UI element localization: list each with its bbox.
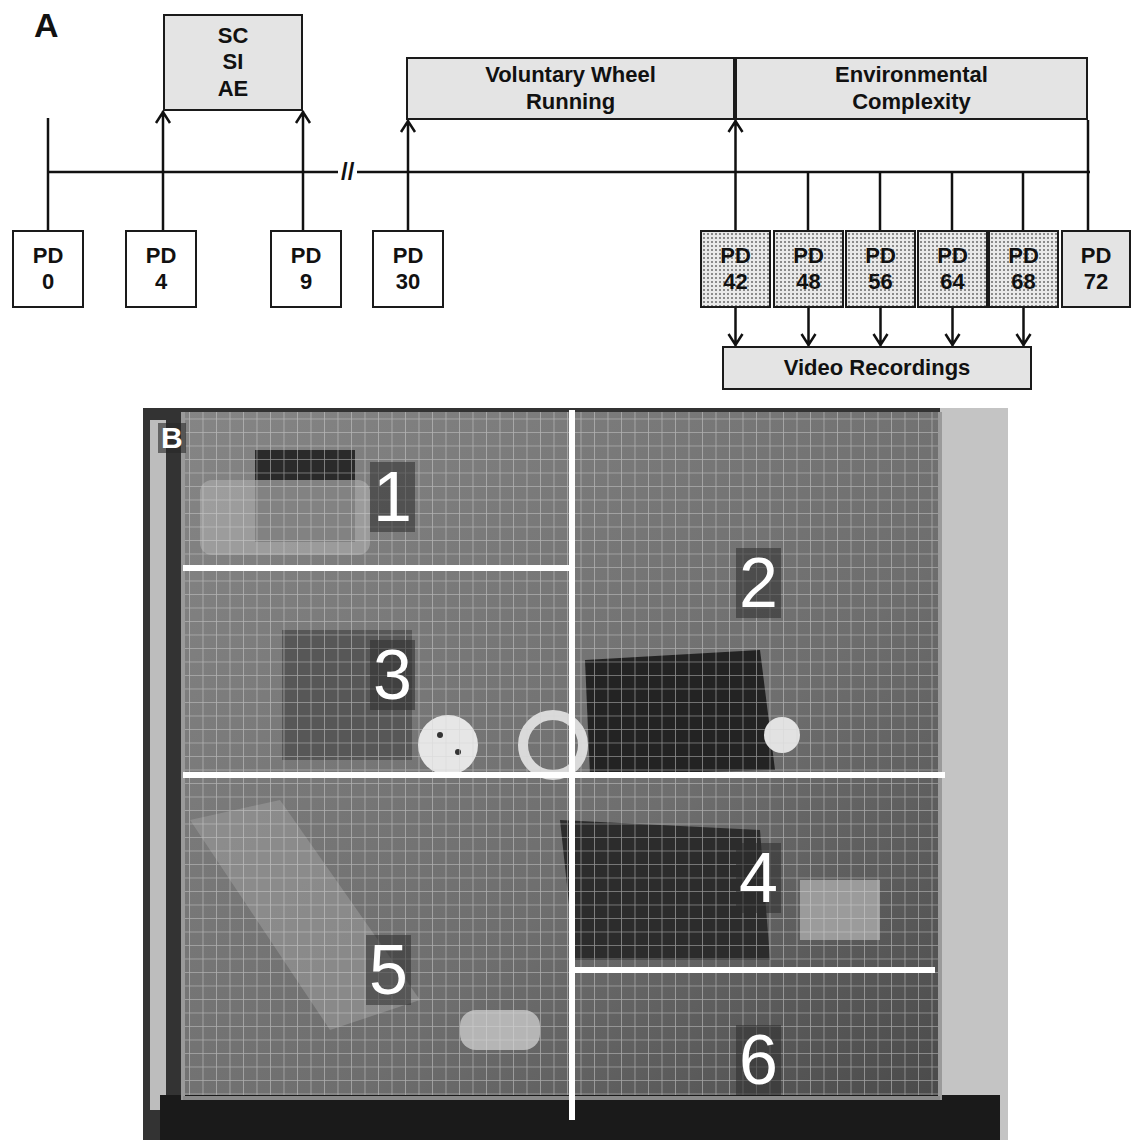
period-box: Environmental Complexity [735, 57, 1088, 120]
text-holder: SC SI AE [208, 23, 258, 102]
zone-divider [572, 967, 935, 973]
text-holder: Environmental Complexity [812, 62, 1012, 115]
box-label: PD 72 [1076, 243, 1116, 296]
text-holder: PD 30 [388, 243, 428, 296]
box-label: Environmental Complexity [812, 62, 1012, 115]
box-label: PD 9 [286, 243, 326, 296]
text-holder: PD 64 [933, 243, 973, 296]
text-holder: PD 68 [1004, 243, 1044, 296]
timeline-arrow [156, 111, 170, 230]
photo-ground [143, 408, 1008, 1140]
timeline-arrow [1017, 308, 1031, 346]
cage-frame [938, 412, 942, 1100]
period-box: Voluntary Wheel Running [406, 57, 735, 120]
box-label: PD 4 [141, 243, 181, 296]
box-label: PD 64 [933, 243, 973, 296]
timeline-tick [807, 172, 810, 230]
zone-number: 2 [736, 548, 781, 618]
timeline-arrow [729, 120, 743, 230]
timeline-tick [951, 172, 954, 230]
zone-number: 6 [736, 1025, 781, 1095]
day-box: PD 48 [773, 230, 844, 308]
box-label: PD 30 [388, 243, 428, 296]
day-box: PD 42 [700, 230, 771, 308]
period-box: SC SI AE [163, 14, 303, 111]
timeline-arrow [946, 308, 960, 346]
timeline [48, 118, 1090, 230]
day-box: PD 56 [845, 230, 916, 308]
day-box: PD 0 [12, 230, 84, 308]
text-holder: PD 4 [141, 243, 181, 296]
zone-divider [569, 410, 575, 1120]
day-box: PD 9 [270, 230, 342, 308]
box-label: PD 56 [861, 243, 901, 296]
day-box: PD 4 [125, 230, 197, 308]
text-holder: PD 0 [28, 243, 68, 296]
text-holder: PD 72 [1076, 243, 1116, 296]
timeline-axis [48, 171, 1090, 174]
timeline-arrow [729, 308, 743, 346]
side-wall [940, 408, 1008, 1140]
timeline-tick [879, 172, 882, 230]
zone-divider [183, 772, 945, 778]
zone-number: 3 [370, 640, 415, 710]
timeline-arrow [802, 308, 816, 346]
box-label: PD 68 [1004, 243, 1044, 296]
box-label: PD 48 [789, 243, 829, 296]
cage-frame [183, 1096, 940, 1100]
zone-divider [183, 565, 572, 571]
box-label: Voluntary Wheel Running [471, 62, 671, 115]
timeline-arrow [296, 111, 310, 230]
back-wall [183, 412, 940, 1102]
zone-number: 1 [370, 462, 415, 532]
timeline-arrow [401, 120, 415, 230]
timeline-arrow [874, 308, 888, 346]
box-label: Video Recordings [784, 355, 971, 381]
frame-post [150, 420, 166, 1110]
text-holder: PD 48 [789, 243, 829, 296]
text-holder: Voluntary Wheel Running [471, 62, 671, 115]
panel-letter: A [34, 8, 59, 42]
cage-frame [181, 412, 185, 1100]
floor-tray [160, 1095, 1000, 1140]
wire-mesh [183, 412, 940, 1102]
day-box: PD 64 [917, 230, 988, 308]
box-label: PD 0 [28, 243, 68, 296]
text-holder: Video Recordings [784, 355, 971, 381]
text-holder: PD 42 [716, 243, 756, 296]
zone-number: 4 [736, 843, 781, 913]
recording-box: Video Recordings [722, 346, 1032, 390]
text-holder: PD 9 [286, 243, 326, 296]
text-holder: PD 56 [861, 243, 901, 296]
timeline-tick [1022, 172, 1025, 230]
day-box: PD 68 [988, 230, 1059, 308]
box-label: SC SI AE [208, 23, 258, 102]
box-label: PD 42 [716, 243, 756, 296]
axis-break: // [338, 160, 357, 184]
timeline-tick [47, 118, 50, 230]
day-box: PD 30 [372, 230, 444, 308]
zone-dividers [183, 410, 945, 1120]
zone-number: 5 [366, 935, 411, 1005]
panel-letter: B [158, 423, 186, 453]
timeline-arrow [1087, 120, 1090, 230]
day-box: PD 72 [1061, 230, 1131, 308]
cage-photo [143, 408, 1008, 1140]
